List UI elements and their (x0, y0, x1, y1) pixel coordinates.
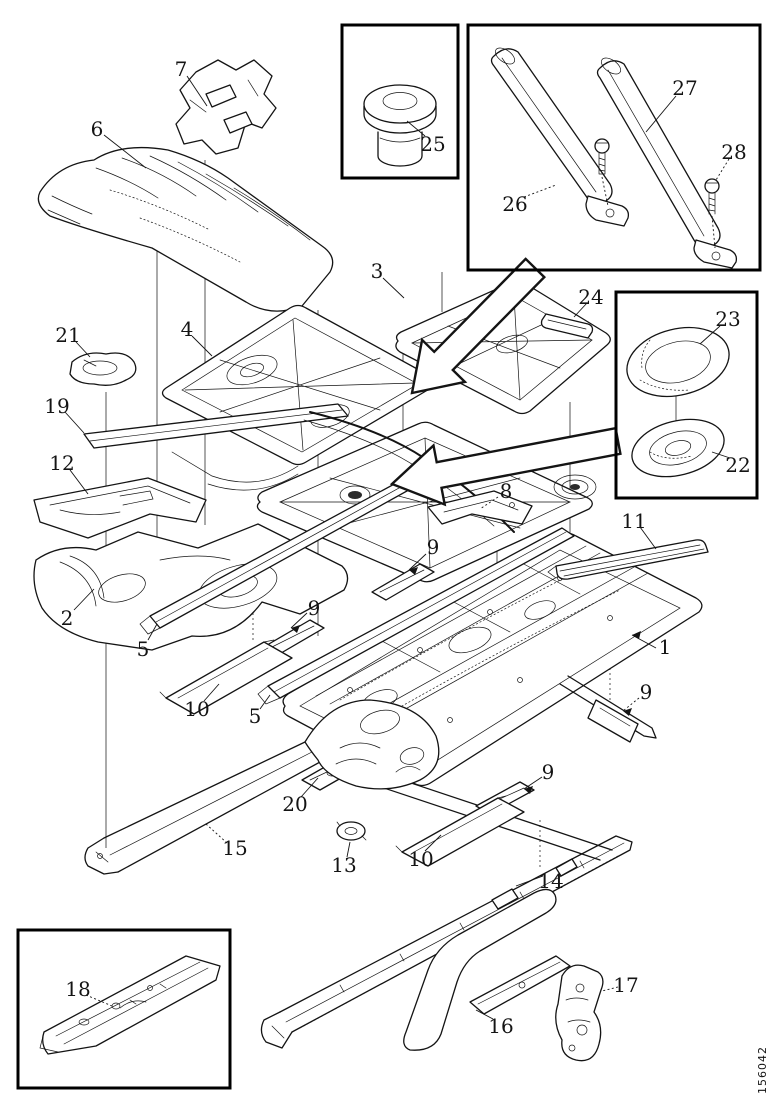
drawing-number: 156042 (756, 1046, 769, 1094)
callout-5-mid: 5 (249, 704, 262, 728)
callout-5-left: 5 (137, 637, 150, 661)
part-9-bracket-c (587, 699, 639, 743)
callout-18: 18 (65, 977, 90, 1001)
part-24 (540, 313, 594, 339)
arrow-from-brace-box (410, 257, 546, 395)
inset-rail-end (16, 928, 232, 1090)
inset-braces (466, 23, 762, 272)
callout-6: 6 (91, 117, 104, 141)
part-12 (33, 477, 207, 539)
callout-28: 28 (721, 140, 746, 164)
part-6 (37, 146, 334, 312)
part-16 (403, 888, 571, 1051)
callout-7: 7 (175, 57, 188, 81)
callout-19: 19 (44, 394, 69, 418)
callout-1: 1 (659, 635, 672, 659)
callout-16: 16 (488, 1014, 513, 1038)
part-10-bracket-b (395, 795, 525, 867)
part-9-bracket-a (371, 563, 435, 601)
inset-box-26-27-28 (466, 23, 762, 272)
leader-lines (64, 75, 731, 1020)
callout-20: 20 (282, 792, 307, 816)
part-3 (395, 280, 611, 415)
callout-4: 4 (181, 317, 194, 341)
inset-bushing (340, 23, 460, 180)
part-13 (336, 821, 367, 841)
part-21 (69, 352, 137, 386)
callout-labels: 7 6 25 26 27 28 3 24 23 22 21 4 19 12 8 … (44, 57, 750, 1038)
callout-23: 23 (715, 307, 740, 331)
part-15 (84, 699, 440, 875)
bolt-28-left (594, 138, 610, 207)
callout-22: 22 (725, 453, 750, 477)
drawing-number-group: 156042 (756, 1046, 769, 1094)
part-10-bracket-a (159, 639, 293, 715)
callout-10-left: 10 (184, 697, 209, 721)
callout-9-top: 9 (427, 535, 440, 559)
part-11 (547, 539, 709, 580)
inset-box-25 (340, 23, 460, 180)
callout-2: 2 (61, 606, 74, 630)
arrow-from-washer-box (389, 426, 622, 507)
callout-27: 27 (672, 76, 697, 100)
callout-3: 3 (371, 259, 384, 283)
inset-box-22-23 (614, 290, 759, 500)
callout-26: 26 (502, 192, 527, 216)
callout-13: 13 (331, 853, 356, 877)
part-5-rail-b (257, 527, 575, 705)
part-7 (175, 59, 277, 155)
callout-9-right: 9 (640, 680, 653, 704)
callout-12: 12 (49, 451, 74, 475)
callout-8: 8 (500, 479, 513, 503)
inset-washers (614, 290, 759, 500)
callout-11: 11 (621, 509, 646, 533)
callout-9-mid: 9 (308, 596, 321, 620)
callout-25: 25 (420, 132, 445, 156)
bolt-28-right (704, 178, 720, 249)
part-8 (427, 490, 533, 525)
callout-24: 24 (578, 285, 603, 309)
callout-14: 14 (538, 869, 563, 893)
part-17 (555, 964, 604, 1062)
callout-21: 21 (55, 323, 80, 347)
inset-box-18 (16, 928, 232, 1090)
callout-17: 17 (613, 973, 638, 997)
callout-10-right: 10 (408, 847, 433, 871)
callout-15: 15 (222, 836, 247, 860)
pointer-arrows (389, 257, 622, 507)
callout-9-bottom: 9 (542, 760, 555, 784)
